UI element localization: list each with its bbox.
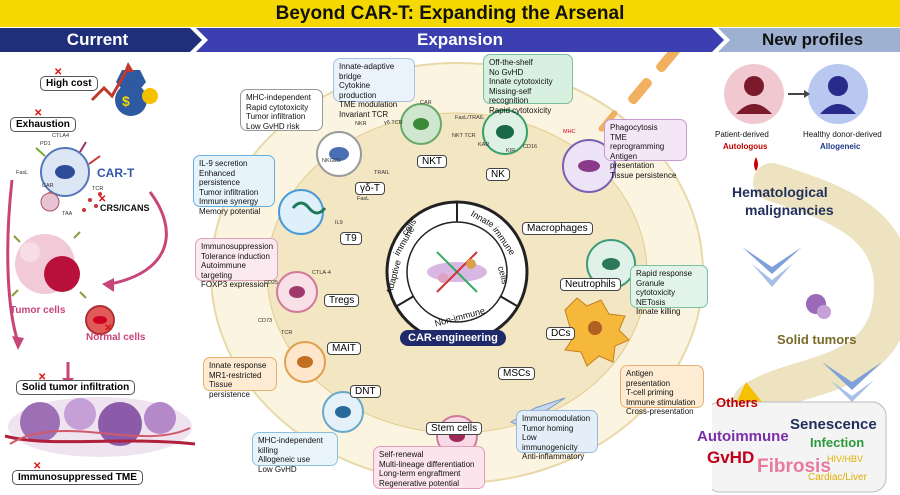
ctla4-label: CTLA4 xyxy=(52,133,70,139)
section-bands xyxy=(0,28,900,52)
crs-icans-label: CRS/ICANS xyxy=(100,203,150,213)
nkr-label: NKR xyxy=(355,121,367,127)
cd16-label: CD16 xyxy=(523,144,538,150)
cross-icon: ✕ xyxy=(34,108,43,119)
high-cost-label: High cost xyxy=(40,76,98,91)
car-engineering-label: CAR-engineering xyxy=(400,330,506,346)
autologous-label: Autologous xyxy=(723,142,768,151)
stem-cells-features-box: Self-renewal Multi-lineage differentiati… xyxy=(373,446,485,489)
cross-icon: ✕ xyxy=(38,372,47,383)
gd-tcr-label: γδ TCR xyxy=(384,120,403,126)
cross-icon: ✕ xyxy=(98,194,107,205)
nkt-features-box: Innate-adaptive bridge Cytokine producti… xyxy=(333,58,415,119)
patient-derived-label: Patient-derived xyxy=(715,130,769,139)
gdt-features-box: MHC-independent Rapid cytotoxicity Tumor… xyxy=(240,89,323,131)
dcs-label: DCs xyxy=(546,327,576,340)
car-t-label: CAR-T xyxy=(97,166,135,180)
hiv-hbv-label: HIV/HBV xyxy=(827,454,864,464)
tcr-label: TCR xyxy=(281,330,293,336)
tregs-label: Tregs xyxy=(324,294,360,307)
car-label: CAR xyxy=(42,183,54,189)
nk-features-box: Off-the-shelf No GvHD Innate cytotoxicit… xyxy=(483,54,573,115)
mscs-label: MSCs xyxy=(498,367,536,380)
right-illustration xyxy=(712,64,900,493)
nkg2d-label: NKG2D xyxy=(322,158,341,164)
svg-text:$: $ xyxy=(122,93,130,109)
band-expansion: Expansion xyxy=(417,30,503,49)
mait-label: MAIT xyxy=(327,342,361,355)
car-label: CAR xyxy=(420,100,432,106)
healthy-donor-label: Healthy donor-derived xyxy=(803,130,882,139)
fasl-label: FasL xyxy=(16,170,29,176)
fibrosis-label: Fibrosis xyxy=(757,456,831,477)
kir-label: KIR xyxy=(506,148,516,154)
normal-cells-label: Normal cells xyxy=(86,332,146,343)
others-label: Others xyxy=(716,395,758,410)
neutrophils-label: Neutrophils xyxy=(560,278,621,291)
cd73-label: CD73 xyxy=(258,318,273,324)
senescence-label: Senescence xyxy=(790,416,877,433)
tcr-label: TCR xyxy=(92,186,104,192)
ctla4-label: CTLA-4 xyxy=(312,270,331,276)
nk-label: NK xyxy=(486,168,510,181)
band-new-profiles: New profiles xyxy=(761,30,864,49)
tumor-cells-label: Tumor cells xyxy=(10,305,66,316)
dcs-features-box: Antigen presentation T-cell priming Immu… xyxy=(620,365,704,416)
band-current: Current xyxy=(66,30,129,49)
solid-tumors-label: Solid tumors xyxy=(777,332,857,347)
il9-label: IL9 xyxy=(335,220,343,226)
solid-tumor-infiltration-label: Solid tumor infiltration xyxy=(16,380,136,395)
macrophages-features-box: Phagocytosis TME reprogramming Antigen p… xyxy=(604,119,687,180)
cross-icon: ✕ xyxy=(33,461,42,472)
left-illustration: $ xyxy=(4,62,196,457)
t9-label: T9 xyxy=(340,232,362,245)
gdt-label: γδ-T xyxy=(355,182,386,195)
macrophages-label: Macrophages xyxy=(522,222,593,235)
tregs-features-box: Immunosuppression Tolerance induction Au… xyxy=(195,238,278,289)
stem-cells-label: Stem cells xyxy=(426,422,483,435)
infection-label: Infection xyxy=(810,435,865,450)
fasl-trail-label: FasL/TRAIL xyxy=(455,115,485,121)
autoimmune-label: Autoimmune xyxy=(697,428,789,445)
expansion-diagram xyxy=(210,52,704,484)
allogeneic-label: Allogeneic xyxy=(820,142,861,151)
trail-label: TRAIL xyxy=(374,170,390,176)
neutrophils-features-box: Rapid response Granule cytotoxicity NETo… xyxy=(630,265,708,316)
page-title: Beyond CAR-T: Expanding the Arsenal xyxy=(0,0,900,27)
gvhd-label: GvHD xyxy=(707,448,755,467)
nkt-tcr-label: NKT TCR xyxy=(452,133,476,139)
mscs-features-box: Immunomodulation Tumor homing Low immuno… xyxy=(516,410,598,461)
cross-icon: ✕ xyxy=(104,323,113,334)
pd1-label: PD1 xyxy=(40,141,51,147)
dnt-features-box: MHC-independent killing Allogeneic use L… xyxy=(252,432,338,474)
cardiac-liver-label: Cardiac/Liver xyxy=(808,472,867,483)
hematological-label: Hematological xyxy=(732,184,828,200)
dnt-label: DNT xyxy=(350,385,381,398)
t9-features-box: IL-9 secretion Enhanced persistence Tumo… xyxy=(193,155,275,216)
exhaustion-label: Exhaustion xyxy=(10,117,76,132)
kar-label: KAR xyxy=(478,142,490,148)
immunosuppressed-tme-label: Immunosuppressed TME xyxy=(12,470,143,485)
nkt-label: NKT xyxy=(417,155,447,168)
cross-icon: ✕ xyxy=(54,67,63,78)
taa-label: TAA xyxy=(62,211,73,217)
fasl-label: FasL xyxy=(357,196,370,202)
cd25-label: CD25 xyxy=(264,280,279,286)
mhc-label: MHC xyxy=(563,129,576,135)
mait-features-box: Innate response MR1-restricted Tissue pe… xyxy=(203,357,277,399)
malignancies-label: malignancies xyxy=(745,202,834,218)
